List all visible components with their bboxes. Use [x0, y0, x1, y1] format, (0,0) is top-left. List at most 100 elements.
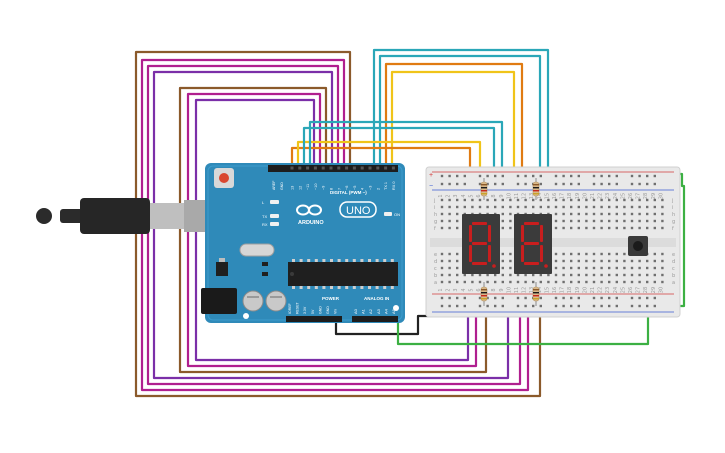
bb-hole[interactable] [608, 198, 611, 202]
bb-hole[interactable] [562, 259, 565, 263]
rail-hole[interactable] [516, 182, 520, 186]
rail-hole[interactable] [501, 182, 504, 186]
bb-hole[interactable] [516, 280, 520, 284]
rail-hole[interactable] [478, 174, 482, 178]
rail-hole[interactable] [638, 304, 641, 308]
bb-hole[interactable] [653, 219, 656, 223]
bb-hole[interactable] [440, 280, 444, 284]
bb-hole[interactable] [600, 259, 603, 263]
bb-hole[interactable] [448, 226, 451, 230]
bb-hole[interactable] [562, 252, 565, 256]
push-button-cap[interactable] [633, 241, 643, 251]
rail-hole[interactable] [539, 174, 542, 178]
rail-hole[interactable] [592, 304, 596, 308]
bb-hole[interactable] [608, 266, 611, 270]
resistor[interactable] [480, 178, 488, 200]
bb-hole[interactable] [440, 205, 444, 209]
bb-hole[interactable] [486, 280, 489, 284]
wire-teal-top-outer[interactable] [372, 48, 550, 210]
bb-hole[interactable] [570, 198, 573, 202]
bb-hole[interactable] [630, 212, 634, 216]
bb-hole[interactable] [448, 280, 451, 284]
rail-hole[interactable] [615, 182, 618, 186]
bb-hole[interactable] [494, 273, 497, 277]
bb-hole[interactable] [509, 205, 512, 209]
bb-hole[interactable] [562, 205, 565, 209]
bb-hole[interactable] [585, 259, 588, 263]
rail-hole[interactable] [501, 296, 504, 300]
rail-hole[interactable] [638, 174, 641, 178]
bb-hole[interactable] [554, 259, 558, 263]
bb-hole[interactable] [646, 273, 649, 277]
bb-hole[interactable] [646, 219, 649, 223]
rail-hole[interactable] [653, 296, 656, 300]
rail-hole[interactable] [577, 296, 580, 300]
rail-hole[interactable] [463, 174, 466, 178]
rail-hole[interactable] [600, 304, 603, 308]
bb-hole[interactable] [661, 259, 664, 263]
bb-hole[interactable] [615, 252, 618, 256]
bb-hole[interactable] [570, 226, 573, 230]
bb-hole[interactable] [501, 219, 504, 223]
bb-hole[interactable] [615, 198, 618, 202]
rail-hole[interactable] [486, 174, 489, 178]
bb-hole[interactable] [646, 205, 649, 209]
bb-hole[interactable] [440, 252, 444, 256]
bb-hole[interactable] [547, 198, 550, 202]
bb-hole[interactable] [577, 266, 580, 270]
bb-hole[interactable] [600, 198, 603, 202]
bb-hole[interactable] [653, 266, 656, 270]
rail-hole[interactable] [539, 296, 542, 300]
bb-hole[interactable] [501, 205, 504, 209]
rail-hole[interactable] [516, 304, 520, 308]
bb-hole[interactable] [608, 205, 611, 209]
rail-hole[interactable] [608, 174, 611, 178]
wire-teal-top-2[interactable] [378, 54, 542, 210]
bb-hole[interactable] [562, 280, 565, 284]
bb-hole[interactable] [608, 226, 611, 230]
bb-hole[interactable] [653, 252, 656, 256]
bb-hole[interactable] [600, 252, 603, 256]
rail-hole[interactable] [440, 174, 444, 178]
rail-hole[interactable] [478, 296, 482, 300]
bb-hole[interactable] [486, 273, 489, 277]
bb-hole[interactable] [570, 266, 573, 270]
bb-hole[interactable] [509, 198, 512, 202]
bb-hole[interactable] [486, 205, 489, 209]
rail-hole[interactable] [615, 304, 618, 308]
bb-hole[interactable] [539, 280, 542, 284]
rail-hole[interactable] [570, 296, 573, 300]
rail-hole[interactable] [524, 182, 527, 186]
rail-hole[interactable] [448, 182, 451, 186]
rail-hole[interactable] [456, 182, 459, 186]
bb-hole[interactable] [448, 198, 451, 202]
digital-pin-12[interactable] [384, 166, 388, 170]
rail-hole[interactable] [592, 296, 596, 300]
rail-hole[interactable] [448, 296, 451, 300]
rail-hole[interactable] [562, 174, 565, 178]
rail-hole[interactable] [630, 304, 634, 308]
rail-hole[interactable] [501, 304, 504, 308]
bb-hole[interactable] [661, 219, 664, 223]
bb-hole[interactable] [585, 266, 588, 270]
bb-hole[interactable] [638, 259, 641, 263]
rail-hole[interactable] [570, 182, 573, 186]
bb-hole[interactable] [615, 259, 618, 263]
bb-hole[interactable] [471, 280, 474, 284]
bb-hole[interactable] [471, 198, 474, 202]
digital-pin-6[interactable] [337, 166, 341, 170]
rail-hole[interactable] [577, 174, 580, 178]
bb-hole[interactable] [661, 280, 664, 284]
bb-hole[interactable] [471, 273, 474, 277]
bb-hole[interactable] [456, 252, 459, 256]
bb-hole[interactable] [646, 280, 649, 284]
bb-hole[interactable] [638, 219, 641, 223]
bb-hole[interactable] [623, 259, 626, 263]
rail-hole[interactable] [646, 296, 649, 300]
rail-hole[interactable] [494, 296, 497, 300]
rail-hole[interactable] [608, 296, 611, 300]
bb-hole[interactable] [577, 273, 580, 277]
rail-hole[interactable] [600, 182, 603, 186]
bb-hole[interactable] [501, 266, 504, 270]
